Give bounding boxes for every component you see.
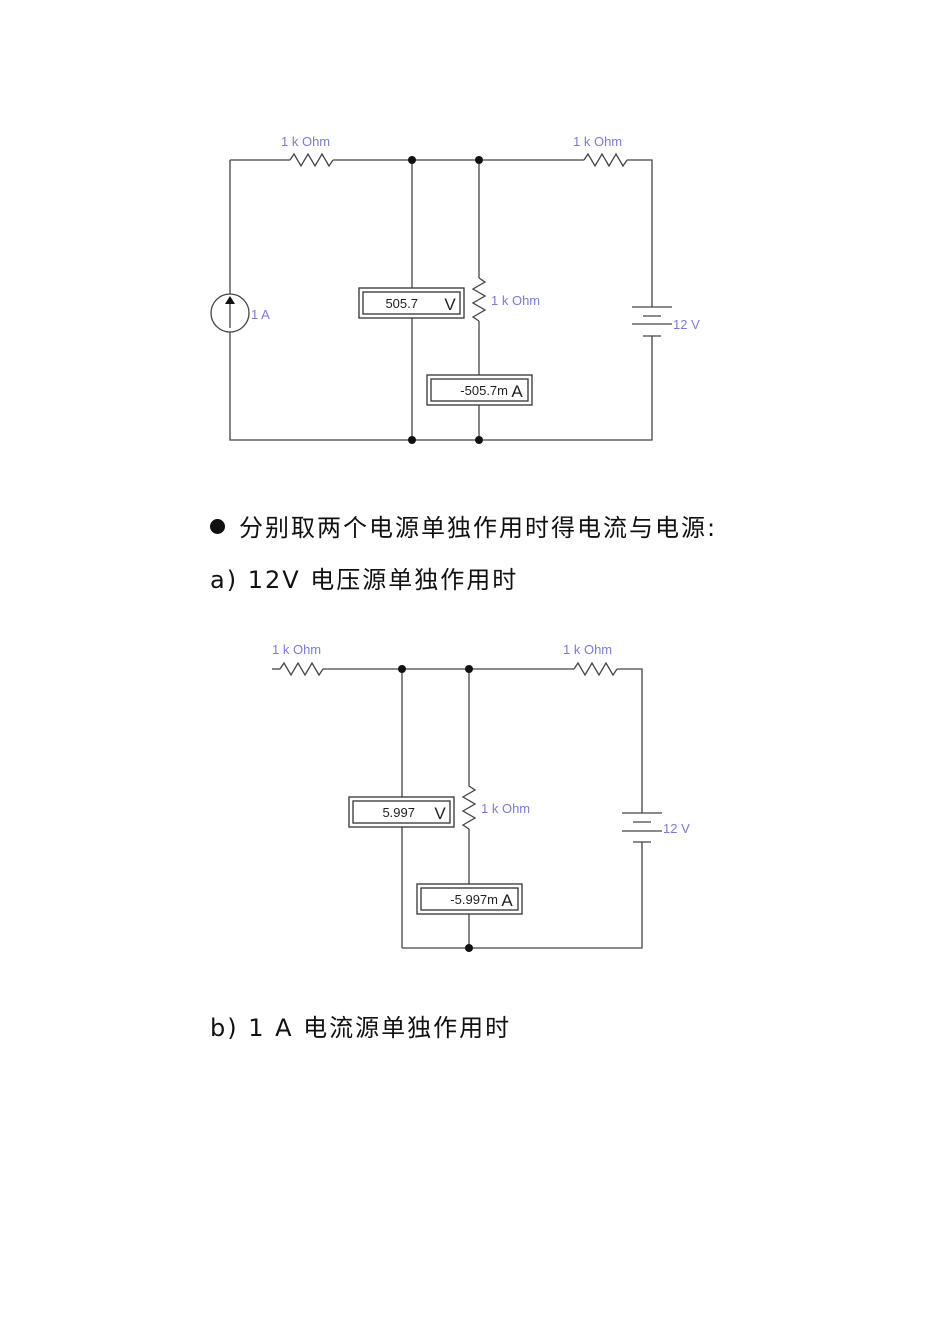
label-resistor-middle: 1 k Ohm bbox=[491, 293, 540, 308]
resistor-middle bbox=[471, 277, 487, 322]
label-resistor-top-right: 1 k Ohm bbox=[573, 134, 622, 149]
voltmeter-unit: V bbox=[434, 804, 446, 823]
resistor-top-left bbox=[279, 661, 324, 677]
voltmeter-unit: V bbox=[444, 295, 456, 314]
resistor-top-right bbox=[573, 661, 618, 677]
voltmeter-2: 5.997 V bbox=[348, 796, 455, 828]
voltage-source-12v bbox=[622, 812, 662, 843]
label-resistor-top-left: 1 k Ohm bbox=[281, 134, 330, 149]
ammeter-2: -5.997m A bbox=[416, 883, 523, 915]
label-resistor-top-left: 1 k Ohm bbox=[272, 642, 321, 657]
junction-dot bbox=[465, 665, 473, 673]
arrow-up-icon bbox=[225, 296, 235, 304]
junction-dot bbox=[465, 944, 473, 952]
resistor-top-left bbox=[289, 152, 334, 168]
ammeter-value: -5.997m bbox=[450, 892, 498, 907]
junction-dot bbox=[408, 436, 416, 444]
circuit-2: 5.997 V -5.997m A 1 k Ohm 1 k Ohm 1 k Oh… bbox=[272, 642, 690, 952]
junction-dot bbox=[398, 665, 406, 673]
ammeter-unit: A bbox=[511, 382, 523, 401]
label-voltage-source: 12 V bbox=[673, 317, 700, 332]
bullet-icon bbox=[210, 519, 225, 534]
ammeter-1: -505.7m A bbox=[426, 374, 533, 406]
ammeter-unit: A bbox=[501, 891, 513, 910]
label-voltage-source: 12 V bbox=[663, 821, 690, 836]
voltmeter-1: 505.7 V bbox=[358, 287, 465, 319]
circuit-1: 505.7 V -505.7m A 1 k Ohm 1 k Ohm 1 k Oh… bbox=[210, 134, 700, 444]
case-a-heading: a) 12V 电压源单独作用时 bbox=[210, 566, 519, 594]
wire bbox=[402, 842, 643, 949]
current-source-1a bbox=[210, 293, 250, 333]
voltmeter-value: 5.997 bbox=[382, 805, 415, 820]
wire bbox=[617, 668, 643, 813]
ammeter-value: -505.7m bbox=[460, 383, 508, 398]
resistor-top-right bbox=[583, 152, 628, 168]
label-resistor-top-right: 1 k Ohm bbox=[563, 642, 612, 657]
junction-dot bbox=[408, 156, 416, 164]
junction-dot bbox=[475, 156, 483, 164]
bullet-paragraph: 分别取两个电源单独作用时得电流与电源: bbox=[210, 508, 717, 543]
voltmeter-value: 505.7 bbox=[385, 296, 418, 311]
junction-dot bbox=[475, 436, 483, 444]
wire bbox=[229, 332, 653, 441]
voltage-source-12v bbox=[632, 306, 672, 337]
resistor-middle bbox=[461, 785, 477, 830]
label-resistor-middle: 1 k Ohm bbox=[481, 801, 530, 816]
label-current-source: 1 A bbox=[251, 307, 270, 322]
case-b-heading: b) 1 A 电流源单独作用时 bbox=[210, 1014, 512, 1042]
wire bbox=[627, 159, 653, 307]
bullet-text: 分别取两个电源单独作用时得电流与电源: bbox=[239, 514, 718, 542]
